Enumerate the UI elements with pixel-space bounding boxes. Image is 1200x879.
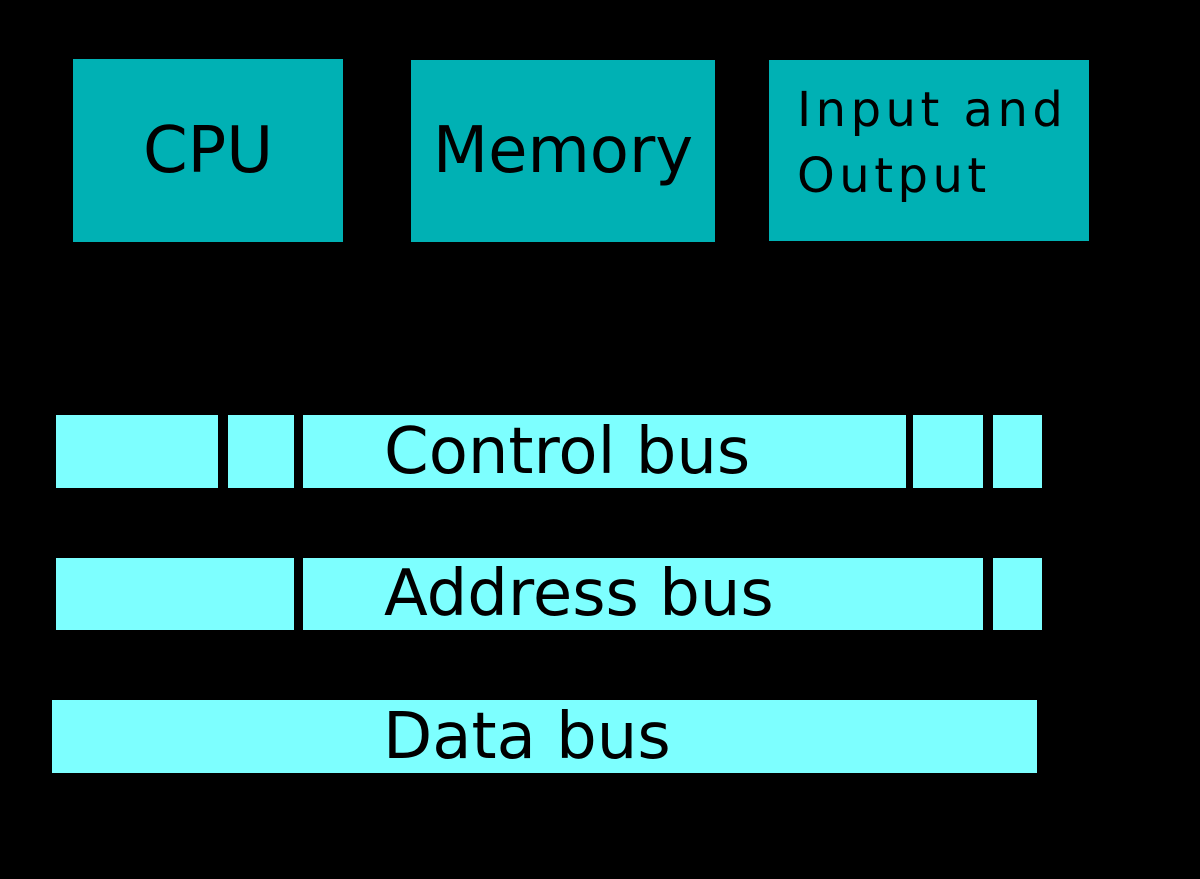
address-bus-label: Address bus (384, 557, 774, 631)
control-bus-segment-5 (993, 415, 1042, 488)
memory-label: Memory (432, 114, 694, 188)
cpu-label: CPU (142, 113, 274, 188)
memory-box: Memory (411, 60, 715, 242)
control-bus-label: Control bus (384, 414, 751, 489)
address-bus: Address bus (0, 557, 1200, 631)
data-bus: Data bus (0, 699, 1200, 774)
address-bus-segment-3 (993, 558, 1042, 630)
control-bus-segment-1 (56, 415, 218, 488)
io-label-line2: Output (797, 148, 991, 204)
data-bus-label: Data bus (383, 699, 671, 774)
data-bus-segment-1 (52, 700, 1037, 773)
control-bus-segment-4 (913, 415, 983, 488)
control-bus-segment-3 (303, 415, 906, 488)
address-bus-segment-2 (303, 558, 983, 630)
cpu-box: CPU (73, 59, 343, 242)
control-bus-segment-2 (228, 415, 294, 488)
io-label-line1: Input and (797, 82, 1068, 138)
control-bus: Control bus (0, 414, 1200, 489)
io-box: Input and Output (769, 60, 1089, 241)
address-bus-segment-1 (56, 558, 294, 630)
